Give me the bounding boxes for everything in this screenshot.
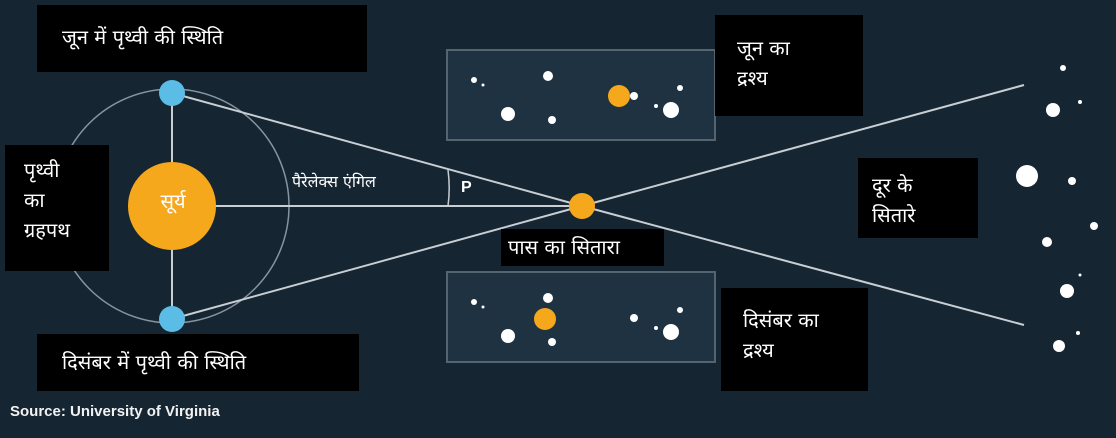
june-view-stars (471, 71, 683, 124)
source-credit: Source: University of Virginia (10, 403, 220, 420)
background-star (548, 338, 556, 346)
sun (128, 162, 216, 250)
distant-star (1060, 65, 1066, 71)
distant-star (1076, 331, 1080, 335)
parallax-angle-arc (447, 169, 450, 207)
earth-june (159, 80, 185, 106)
background-star (654, 104, 658, 108)
distant-star (1068, 177, 1076, 185)
background-star (630, 92, 638, 100)
background-star (471, 299, 477, 305)
december-view-stars (471, 293, 683, 346)
distant-star (1053, 340, 1065, 352)
background-star (501, 329, 515, 343)
background-star (481, 83, 485, 87)
distant-stars-label: दूर के सितारे (858, 158, 978, 238)
background-star (481, 305, 485, 309)
nearby-star (569, 193, 595, 219)
parallax-angle-symbol: P (461, 179, 472, 196)
nearby-star-label: पास का सितारा (501, 229, 664, 266)
distant-star (1078, 100, 1082, 104)
december-sightline (171, 205, 583, 320)
distant-star (1078, 273, 1082, 277)
background-star (630, 314, 638, 322)
background-star (501, 107, 515, 121)
distant-star (1042, 237, 1052, 247)
december-sightline-extension (581, 205, 1025, 326)
background-star (543, 293, 553, 303)
june-sightline (171, 92, 583, 207)
earth-december (159, 306, 185, 332)
background-star (543, 71, 553, 81)
background-star (677, 307, 683, 313)
distant-star (1046, 103, 1060, 117)
december-earth-position-label: दिसंबर में पृथ्वी की स्थिति (37, 334, 359, 391)
background-star (663, 324, 679, 340)
background-star (663, 102, 679, 118)
parallax-angle-label: पैरेलेक्स एंगिल (292, 172, 376, 191)
june-view-panel (446, 49, 716, 141)
background-star (677, 85, 683, 91)
background-star (471, 77, 477, 83)
december-view-label: दिसंबर का द्रश्य (721, 288, 868, 391)
nearby-star-june-view (608, 85, 630, 107)
background-star (548, 116, 556, 124)
june-sightline-extension (581, 84, 1025, 207)
distant-star (1016, 165, 1038, 187)
sun-label: सूर्य (160, 189, 186, 213)
nearby-star-december-view (534, 308, 556, 330)
distant-star (1060, 284, 1074, 298)
background-star (654, 326, 658, 330)
june-earth-position-label: जून में पृथ्वी की स्थिति (37, 5, 367, 72)
june-view-label: जून का द्रश्य (715, 15, 863, 116)
earth-orbit-label: पृथ्वी का ग्रहपथ (5, 145, 109, 271)
distant-stars-field (1016, 65, 1098, 352)
december-view-panel (446, 271, 716, 363)
distant-star (1090, 222, 1098, 230)
